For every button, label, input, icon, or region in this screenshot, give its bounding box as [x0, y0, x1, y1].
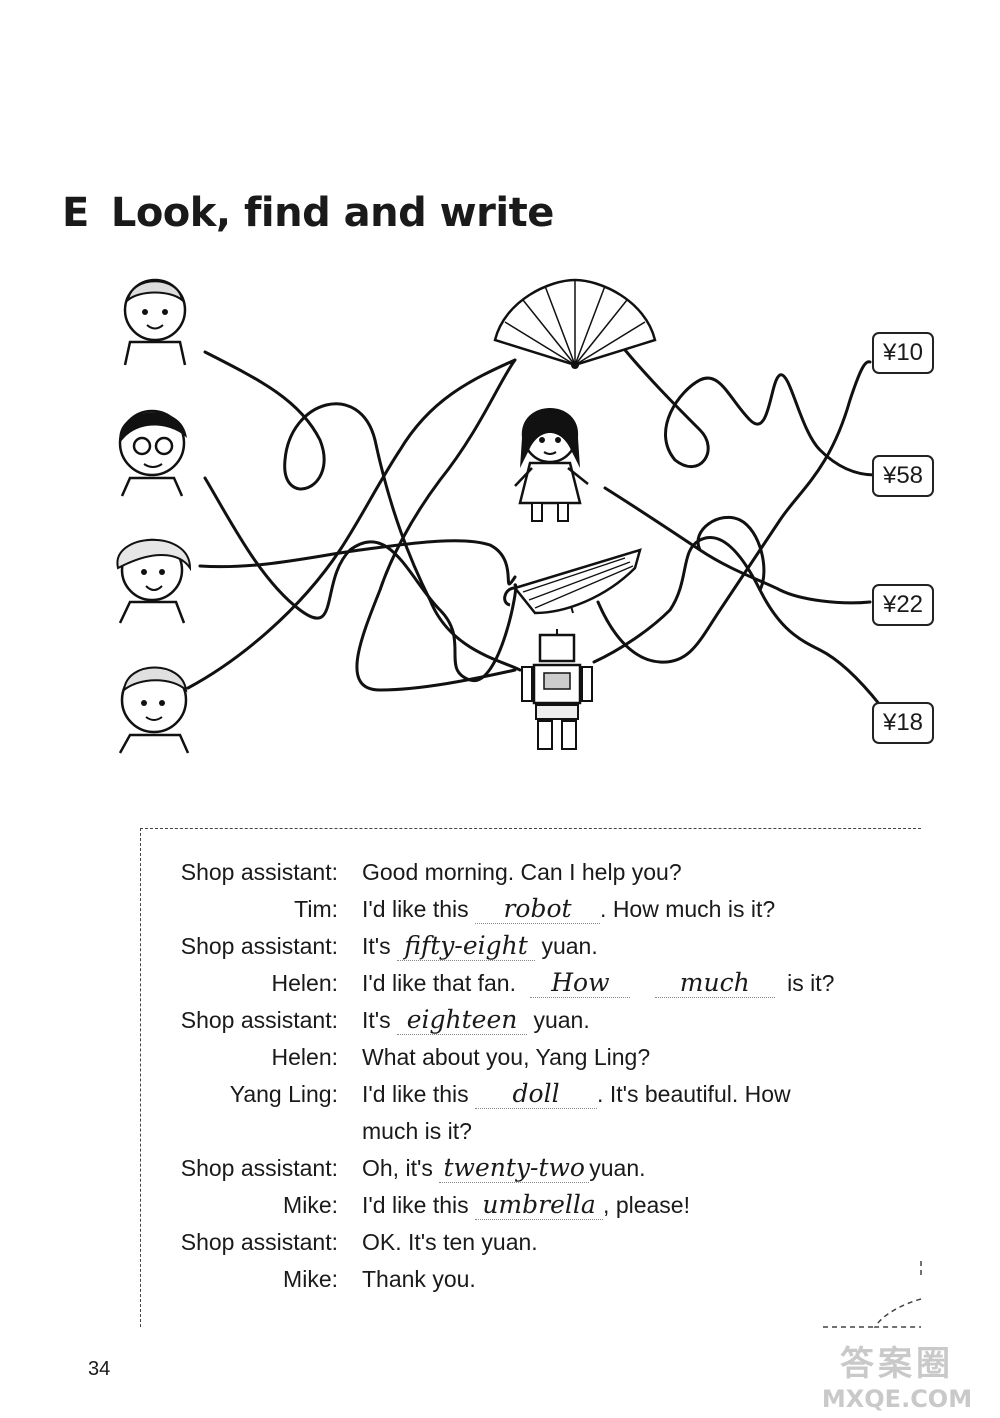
answer-blank: How: [530, 969, 631, 998]
speaker: Shop assistant:: [180, 1007, 338, 1033]
speaker: Yang Ling:: [229, 1081, 338, 1107]
line-text: Good morning. Can I help you?: [362, 859, 682, 885]
dialogue-box: [140, 828, 922, 1328]
maze-line: [596, 360, 872, 664]
speaker: Shop assistant:: [180, 859, 338, 885]
line-text: . It's beautiful. How: [597, 1081, 791, 1107]
maze-line: [623, 348, 877, 477]
speaker: Mike:: [283, 1266, 338, 1292]
maze-line: [603, 486, 872, 605]
speaker: Shop assistant:: [180, 1229, 338, 1255]
robot-icon: [521, 629, 593, 750]
maze-line: [592, 536, 882, 707]
answer-blank: much: [654, 969, 775, 998]
line-text: . How much is it?: [600, 896, 776, 922]
doll-icon: [514, 408, 589, 522]
matching-maze: [116, 278, 882, 754]
answer-blank: fifty-eight: [397, 932, 536, 961]
umbrella-icon: [503, 548, 642, 615]
exercise-title: E Look, find and write: [62, 190, 554, 236]
answer-blank: doll: [475, 1080, 598, 1109]
child-face-4: [118, 666, 190, 754]
line-text: is it?: [787, 970, 835, 996]
line-text: OK. It's ten yuan.: [362, 1229, 538, 1255]
child-face-2: [118, 409, 187, 497]
line-text: I'd like this: [362, 896, 469, 922]
maze-line: [203, 350, 522, 672]
speaker: Helen:: [271, 970, 338, 996]
line-text: What about you, Yang Ling?: [362, 1044, 651, 1070]
answer-blank: eighteen: [397, 1006, 528, 1035]
folded-corner-icon: [823, 1261, 922, 1328]
price-tag: ¥22: [872, 584, 934, 626]
line-text: yuan.: [533, 1007, 590, 1033]
speaker: Shop assistant:: [180, 1155, 338, 1181]
line-text: Thank you.: [362, 1266, 476, 1292]
watermark-logo: 答案圈 MXQE.COM: [802, 1336, 992, 1413]
answer-blank: robot: [475, 895, 601, 924]
line-text: I'd like this: [362, 1081, 469, 1107]
speaker: Mike:: [283, 1192, 338, 1218]
price-tag: ¥18: [872, 702, 934, 744]
line-text: It's: [362, 1007, 391, 1033]
answer-blank: umbrella: [475, 1191, 604, 1220]
child-face-1: [123, 278, 187, 366]
line-text: yuan.: [541, 933, 598, 959]
speaker: Shop assistant:: [180, 933, 338, 959]
watermark-url: MXQE.COM: [821, 1385, 973, 1413]
speaker: Helen:: [271, 1044, 338, 1070]
child-face-3: [116, 538, 192, 624]
maze-lines: [186, 348, 882, 707]
price-tag: ¥10: [872, 332, 934, 374]
line-text: I'd like this: [362, 1192, 469, 1218]
section-title: Look, find and write: [110, 190, 555, 236]
maze-line: [186, 358, 517, 692]
line-text: much is it?: [362, 1118, 472, 1144]
speaker: Tim:: [294, 896, 338, 922]
line-text: yuan.: [589, 1155, 646, 1181]
line-text: It's: [362, 933, 391, 959]
fan-icon: [493, 278, 657, 369]
watermark-text: 答案圈: [840, 1345, 954, 1383]
line-text: Oh, it's: [362, 1155, 433, 1181]
section-letter: E: [62, 190, 89, 236]
price-tag: ¥58: [872, 455, 934, 497]
answer-blank: twenty-two: [439, 1154, 590, 1183]
page-number: 34: [88, 1358, 111, 1380]
line-text: , please!: [603, 1192, 690, 1218]
maze-line: [198, 539, 517, 586]
line-text: I'd like that fan.: [362, 970, 516, 996]
